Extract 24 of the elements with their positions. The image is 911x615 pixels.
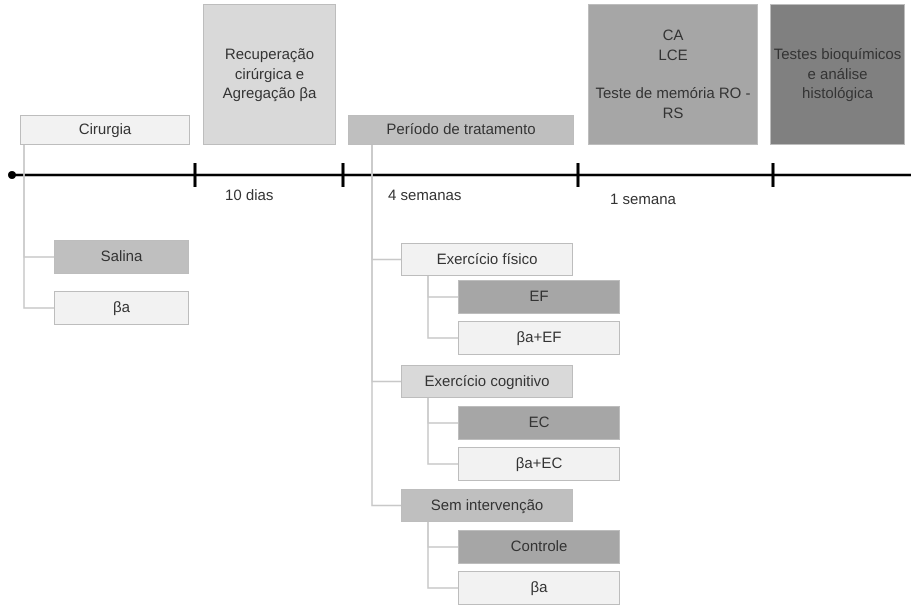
group-box: Cirurgia: [20, 115, 190, 145]
phase-box: Recuperação cirúrgica e Agregação βa: [203, 4, 336, 145]
group-box: βa+EC: [458, 447, 620, 481]
duration-label: 1 semana: [610, 191, 676, 208]
connector-line: [371, 145, 401, 506]
connector-line: [427, 276, 458, 339]
duration-label: 4 semanas: [388, 187, 462, 204]
group-box: βa: [54, 291, 189, 325]
group-box: EF: [458, 280, 620, 314]
group-box: Exercício físico: [401, 243, 573, 276]
group-box: βa+EF: [458, 321, 620, 355]
duration-label: 10 dias: [225, 187, 274, 204]
phase-box: CA LCE Teste de memória RO - RS: [588, 4, 758, 145]
group-box: Sem intervenção: [401, 489, 573, 522]
group-box: Período de tratamento: [348, 115, 574, 145]
phase-box: Testes bioquímicos e análise histológica: [770, 4, 905, 145]
group-box: EC: [458, 406, 620, 440]
connector-line: [23, 145, 54, 309]
group-box: βa: [458, 571, 620, 605]
connector-line: [427, 398, 458, 465]
group-box: Exercício cognitivo: [401, 365, 573, 398]
group-box: Controle: [458, 530, 620, 564]
connector-line: [427, 522, 458, 589]
group-box: Salina: [54, 240, 189, 274]
